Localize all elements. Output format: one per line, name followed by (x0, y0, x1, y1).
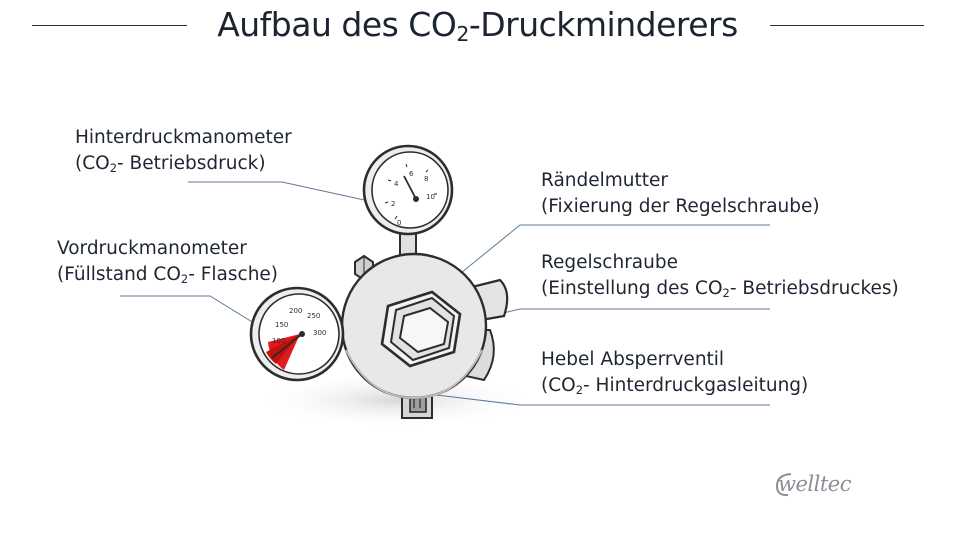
leader-vordruck (120, 295, 263, 329)
left-gauge-tick-100: 100 (272, 337, 285, 345)
floor-shadow (255, 372, 535, 428)
hebel-line2-prefix: (CO (541, 375, 576, 396)
top-gauge-hub (413, 196, 419, 202)
hinterdruck-line2: (CO2- Betriebsdruck) (75, 151, 292, 177)
title-prefix: Aufbau des CO (217, 5, 457, 44)
title-bar: Aufbau des CO2-Druckminderers (0, 0, 955, 60)
label-raendelmutter: Rändelmutter (Fixierung der Regelschraub… (541, 168, 820, 220)
left-gauge-tick-200: 200 (289, 307, 302, 315)
title-suffix: -Druckminderers (468, 5, 738, 44)
top-gauge: 0 2 4 6 8 10 (362, 144, 454, 236)
raendelmutter-line1: Rändelmutter (541, 170, 669, 191)
title-rule-right (770, 25, 924, 26)
regelschraube-line2-suffix: - Betriebsdruckes) (729, 278, 899, 299)
left-gauge-needle (271, 333, 303, 359)
label-hebel-absperrventil: Hebel Absperrventil (CO2- Hinterdruckgas… (541, 347, 808, 399)
top-gauge-needle (403, 175, 417, 200)
adjusting-screw (398, 306, 450, 354)
leader-hinterdruck (188, 181, 379, 204)
leader-raendelmutter (439, 224, 770, 291)
left-gauge-tick-250: 250 (307, 312, 320, 320)
welltec-logo-mark (775, 473, 792, 497)
hebel-line2-sub: 2 (575, 382, 583, 397)
top-gauge-tick-6: 6 (409, 170, 414, 178)
label-hinterdruckmanometer: Hinterdruckmanometer (CO2- Betriebsdruck… (75, 125, 292, 177)
top-gauge-ticks (384, 163, 437, 220)
hinterdruck-line2-prefix: (CO (75, 153, 110, 174)
regulator-body-rim (345, 349, 483, 400)
top-gauge-tick-8: 8 (424, 175, 428, 183)
hebel-line2: (CO2- Hinterdruckgasleitung) (541, 373, 808, 399)
hebel-line2-suffix: - Hinterdruckgasleitung) (583, 375, 809, 396)
vordruck-line2-sub: 2 (180, 271, 189, 286)
regelschraube-line2-prefix: (Einstellung des CO (541, 278, 723, 299)
page-title: Aufbau des CO2-Druckminderers (195, 3, 760, 47)
regelschraube-line1: Regelschraube (541, 252, 678, 273)
title-rule-left (32, 25, 187, 26)
leader-hebel (427, 393, 770, 406)
vordruck-line1: Vordruckmanometer (57, 238, 247, 259)
left-gauge: 100 150 200 250 300 (249, 286, 345, 382)
top-gauge-tick-0: 0 (397, 219, 401, 227)
hinterdruck-line2-sub: 2 (109, 160, 117, 175)
left-gauge-hub (299, 331, 305, 337)
vordruck-line2: (Füllstand CO2- Flasche) (57, 262, 278, 288)
left-gauge-tick-300: 300 (313, 329, 326, 337)
hebel-line1: Hebel Absperrventil (541, 349, 725, 370)
vordruck-line2-suffix: - Flasche) (188, 264, 279, 285)
raendelmutter-line2: (Fixierung der Regelschraube) (541, 196, 820, 217)
hinterdruck-line1: Hinterdruckmanometer (75, 127, 292, 148)
label-vordruckmanometer: Vordruckmanometer (Füllstand CO2- Flasch… (57, 236, 278, 288)
regelschraube-line2: (Einstellung des CO2- Betriebsdruckes) (541, 276, 899, 302)
title-subscript: 2 (456, 22, 469, 47)
vordruck-line2-prefix: (Füllstand CO (57, 264, 181, 285)
top-gauge-tick-2: 2 (391, 200, 395, 208)
hinterdruck-line2-suffix: - Betriebsdruck) (117, 153, 266, 174)
top-gauge-tick-10: 10 (426, 193, 435, 201)
label-regelschraube: Regelschraube (Einstellung des CO2- Betr… (541, 250, 899, 302)
regelschraube-line2-sub: 2 (722, 285, 730, 300)
welltec-logo: welltec (778, 472, 851, 496)
top-gauge-tick-4: 4 (394, 180, 399, 188)
left-gauge-tick-150: 150 (275, 321, 288, 329)
